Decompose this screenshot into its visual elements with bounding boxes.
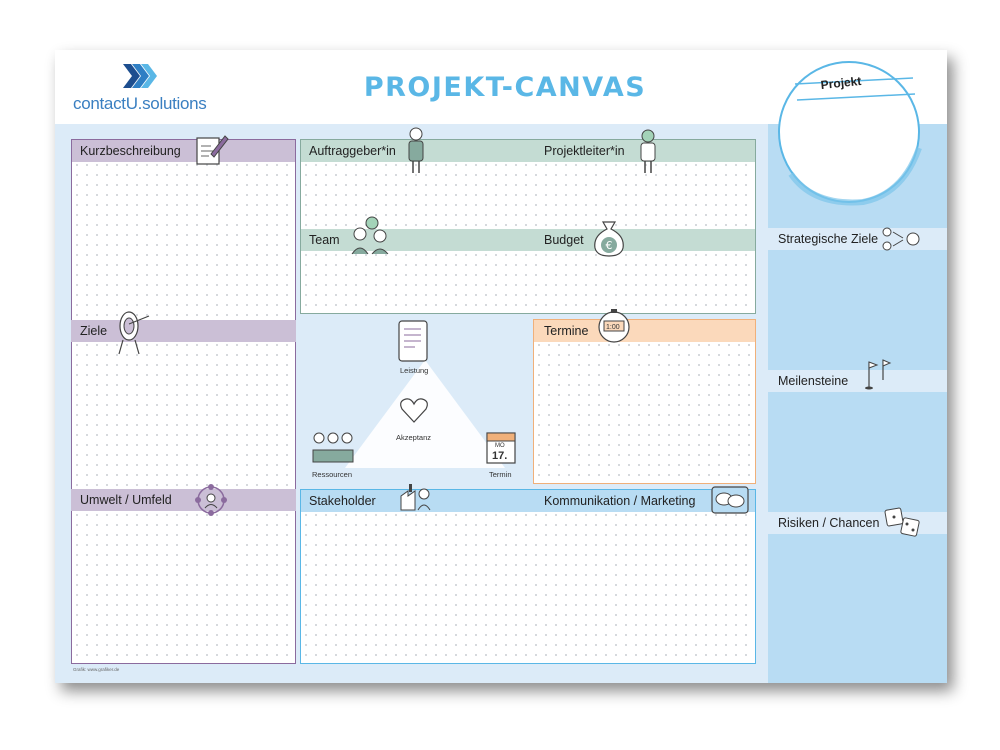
calendar-day: 17. xyxy=(492,450,508,462)
auftraggeber-label: Auftraggeber*in xyxy=(309,144,396,158)
kommunikation-label: Kommunikation / Marketing xyxy=(544,494,696,508)
triangle-top-label: Leistung xyxy=(400,366,429,375)
ziele-label: Ziele xyxy=(80,324,108,338)
termine-box[interactable]: Termine xyxy=(533,319,756,484)
goal-path-icon xyxy=(882,227,920,251)
termine-header xyxy=(534,320,755,342)
chevrons-icon xyxy=(123,64,157,88)
magic-triangle-icon xyxy=(345,360,505,468)
people-money-icon xyxy=(312,432,354,463)
umwelt-strip xyxy=(71,489,296,511)
project-lead-icon xyxy=(640,129,656,173)
stakeholder-box[interactable]: Stakeholder Kommunikation / Marketing xyxy=(300,489,756,664)
client-person-icon xyxy=(408,127,424,173)
stakeholder-label: Stakeholder xyxy=(309,494,376,508)
pencil-paper-icon xyxy=(196,135,229,165)
kurzbeschreibung-label: Kurzbeschreibung xyxy=(80,144,181,158)
umwelt-label: Umwelt / Umfeld xyxy=(80,493,172,507)
graphic-credit: Grafik: www.grafiker.de xyxy=(73,667,120,672)
target-icon xyxy=(118,311,150,355)
budget-label: Budget xyxy=(544,233,584,247)
kurzbeschreibung-box[interactable]: Kurzbeschreibung xyxy=(71,139,296,664)
clock-readout: 1:00 xyxy=(606,324,620,331)
termine-label: Termine xyxy=(544,324,589,338)
projektleiter-label: Projektleiter*in xyxy=(544,144,625,158)
clock-icon xyxy=(598,309,630,343)
team-header xyxy=(301,229,755,251)
triangle-right-label: Termin xyxy=(489,470,512,479)
right-column xyxy=(768,124,947,683)
kurzbeschreibung-header xyxy=(72,140,295,162)
triangle-center-label: Akzeptanz xyxy=(396,433,432,442)
meilensteine-band xyxy=(768,370,947,392)
project-stamp-icon xyxy=(778,61,922,206)
factory-person-icon xyxy=(400,484,431,511)
logo-text: contactU.solutions xyxy=(73,94,207,113)
page-title: PROJEKT-CANVAS xyxy=(363,72,647,103)
heart-icon xyxy=(400,398,428,423)
dice-icon xyxy=(884,507,920,537)
svg-text:€: € xyxy=(606,239,613,252)
triangle-left-label: Ressourcen xyxy=(312,470,353,479)
calendar-icon xyxy=(486,432,516,464)
logo: contactU.solutions xyxy=(73,64,233,114)
team-label: Team xyxy=(309,233,340,247)
risiken-label: Risiken / Chancen xyxy=(778,516,880,530)
money-bag-icon: € xyxy=(594,221,624,257)
network-person-icon xyxy=(195,484,227,516)
meilensteine-label: Meilensteine xyxy=(778,374,849,388)
calendar-weekday: MO xyxy=(495,443,505,449)
strategische-ziele-band xyxy=(768,228,947,250)
team-group-icon xyxy=(351,216,389,255)
canvas-sheet: contactU.solutions PROJEKT-CANVAS Projek… xyxy=(55,50,947,683)
flags-icon xyxy=(865,359,892,390)
strategische-ziele-label: Strategische Ziele xyxy=(778,232,879,246)
speech-bubbles-icon xyxy=(711,486,749,514)
tablet-icon xyxy=(398,320,428,362)
